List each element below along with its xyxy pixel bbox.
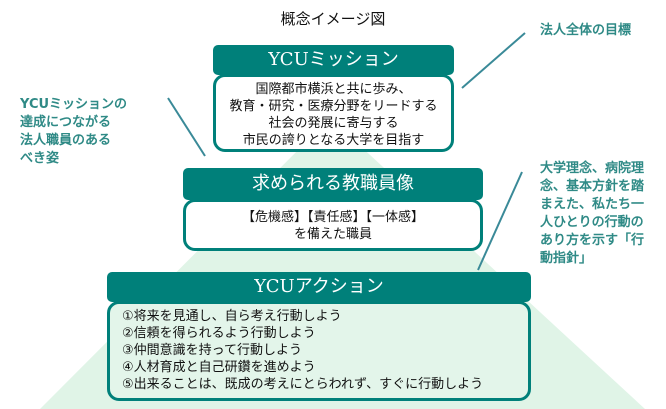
staff-header: 求められる教職員像 (183, 168, 483, 200)
note-line: 法人職員のある (20, 133, 112, 148)
note-right-top: 法人全体の目標 (540, 23, 632, 38)
note-right-mid: 大学理念、病院理 念、基本方針を踏 まえた、私たち一 人ひとりの行動の あり方を… (540, 160, 644, 268)
mission-header: YCUミッション (213, 45, 454, 75)
staff-body: 【危機感】【責任感】【一体感】 を備えた職員 (183, 199, 483, 251)
note-line: 動指針」 (540, 251, 593, 266)
action-line: ①将来を見通し、自ら考え行動しよう (122, 309, 342, 324)
mission-line: 教育・研究・医療分野をリードする (229, 99, 438, 114)
note-left: YCUミッションの 達成につながる 法人職員のある べき姿 (20, 96, 127, 168)
note-line: 人ひとりの行動の (540, 215, 644, 230)
note-line: YCUミッションの (20, 97, 128, 112)
note-line: 達成につながる (20, 115, 112, 130)
connector-line-right-mid (477, 171, 523, 271)
note-line: 念、基本方針を踏 (540, 179, 645, 194)
staff-line: を備えた職員 (293, 227, 372, 242)
action-line: ④人材育成と自己研鑽を進めよう (122, 360, 316, 375)
connector-line-right-top (461, 32, 526, 89)
note-line: まえた、私たち一 (540, 197, 645, 212)
action-line: ⑤出来ることは、既成の考えにとらわれず、すぐに行動しよう (122, 377, 484, 392)
mission-line: 国際都市横浜と共に歩み、 (255, 82, 412, 97)
action-line: ③仲間意識を持って行動しよう (122, 343, 303, 358)
action-body: ①将来を見通し、自ら考え行動しよう ②信頼を得られるよう行動しよう ③仲間意識を… (107, 301, 531, 401)
mission-body: 国際都市横浜と共に歩み、 教育・研究・医療分野をリードする 社会の発展に寄与する… (213, 74, 454, 152)
diagram-title: 概念イメージ図 (280, 10, 386, 28)
mission-line: 市民の誇りとなる大学を目指す (242, 133, 425, 148)
note-line: べき姿 (20, 151, 60, 166)
action-line: ②信頼を得られるよう行動しよう (122, 326, 316, 341)
note-line: あり方を示す「行 (540, 233, 645, 248)
note-line: 大学理念、病院理 (540, 161, 645, 176)
action-header: YCUアクション (107, 272, 531, 302)
staff-line: 【危機感】【責任感】【一体感】 (241, 210, 424, 225)
connector-line-left (167, 97, 206, 157)
mission-line: 社会の発展に寄与する (268, 116, 399, 131)
